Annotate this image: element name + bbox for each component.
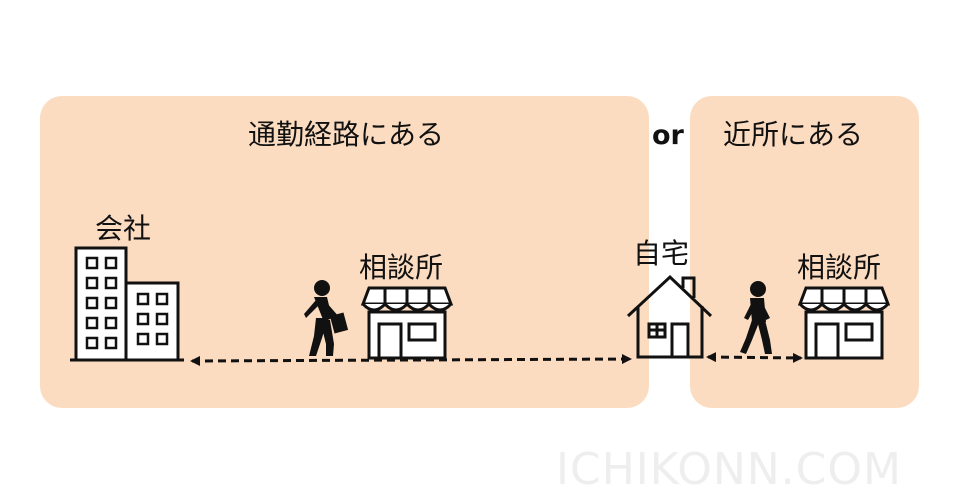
neighborhood-arrow bbox=[706, 352, 803, 363]
consultation-shop-left-icon bbox=[361, 286, 453, 360]
watermark: ICHIKONN.COM bbox=[556, 444, 902, 495]
house-icon bbox=[626, 274, 713, 359]
shop-label-left: 相談所 bbox=[359, 251, 444, 284]
walking-person-with-bag-icon bbox=[304, 280, 349, 356]
neighborhood-title: 近所にある bbox=[723, 118, 864, 151]
shop-label-right: 相談所 bbox=[797, 251, 882, 284]
company-label: 会社 bbox=[95, 212, 152, 245]
office-building-icon bbox=[70, 246, 184, 362]
walking-person-icon bbox=[740, 281, 772, 354]
or-separator: or bbox=[652, 120, 684, 151]
home-label: 自宅 bbox=[633, 237, 690, 270]
commute-route-title: 通勤経路にある bbox=[248, 118, 445, 151]
consultation-shop-right-icon bbox=[798, 286, 890, 360]
commute-arrow bbox=[190, 354, 632, 366]
